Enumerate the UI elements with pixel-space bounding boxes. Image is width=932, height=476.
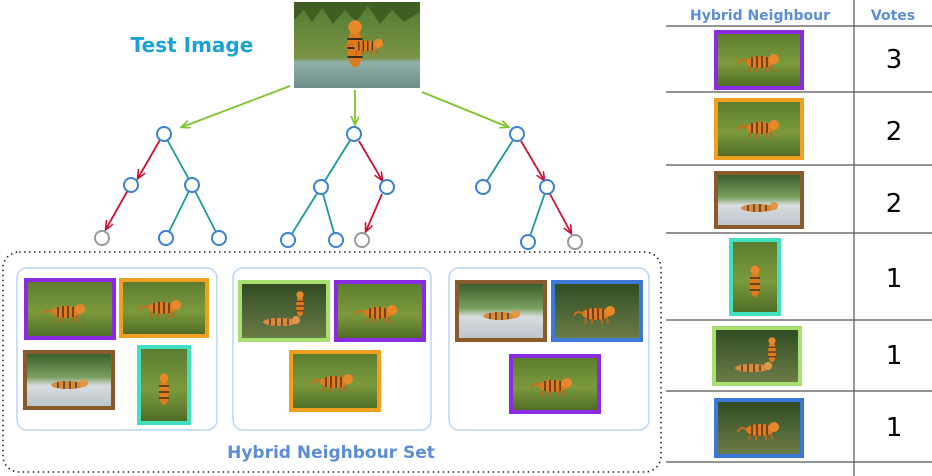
tiger-photo-thumbnail — [23, 350, 115, 410]
tiger-photo-thumbnail — [137, 345, 191, 425]
tiger-photo-thumbnail — [509, 354, 601, 414]
search-tree-2 — [280, 126, 395, 248]
test-image-title: Test Image — [131, 33, 254, 57]
tiger-photo-thumbnail — [334, 280, 426, 342]
vote-count: 3 — [886, 45, 903, 75]
table-header-neighbour: Hybrid Neighbour — [690, 8, 830, 24]
vote-count: 2 — [886, 117, 903, 147]
tiger-photo-thumbnail — [714, 398, 804, 458]
tiger-photo-thumbnail — [238, 280, 330, 342]
vote-count: 2 — [886, 189, 903, 219]
tiger-photo-thumbnail — [455, 280, 547, 342]
table-row: 3 — [714, 30, 903, 90]
tiger-photo-thumbnail — [119, 278, 209, 338]
vote-count: 1 — [886, 413, 903, 443]
vote-count: 1 — [886, 341, 903, 371]
test-image-photo — [294, 2, 420, 88]
table-row: 1 — [729, 238, 903, 316]
tiger-photo-thumbnail — [714, 98, 804, 160]
tiger-photo-thumbnail — [729, 238, 781, 316]
tiger-photo-thumbnail — [714, 30, 804, 90]
vote-count: 1 — [886, 264, 903, 294]
query-arrows — [182, 85, 508, 127]
search-tree-3 — [475, 126, 583, 250]
tiger-photo-thumbnail — [712, 326, 802, 386]
neighbour-group-1 — [16, 267, 218, 431]
tiger-photo-thumbnail — [24, 278, 116, 340]
hybrid-neighbour-set-label: Hybrid Neighbour Set — [227, 443, 435, 463]
votes-table: Hybrid Neighbour Votes 3 2 — [666, 0, 932, 476]
neighbour-group-2 — [232, 267, 432, 431]
table-row: 1 — [714, 398, 903, 458]
tiger-photo-thumbnail — [551, 280, 643, 342]
tiger-photo-thumbnail — [714, 171, 804, 229]
tiger-photo-thumbnail — [289, 350, 381, 412]
table-row: 2 — [714, 98, 903, 160]
table-header-votes: Votes — [871, 8, 915, 24]
table-row: 1 — [712, 326, 903, 386]
search-tree-1 — [94, 126, 227, 246]
neighbour-group-3 — [448, 267, 650, 431]
table-row: 2 — [714, 171, 903, 229]
